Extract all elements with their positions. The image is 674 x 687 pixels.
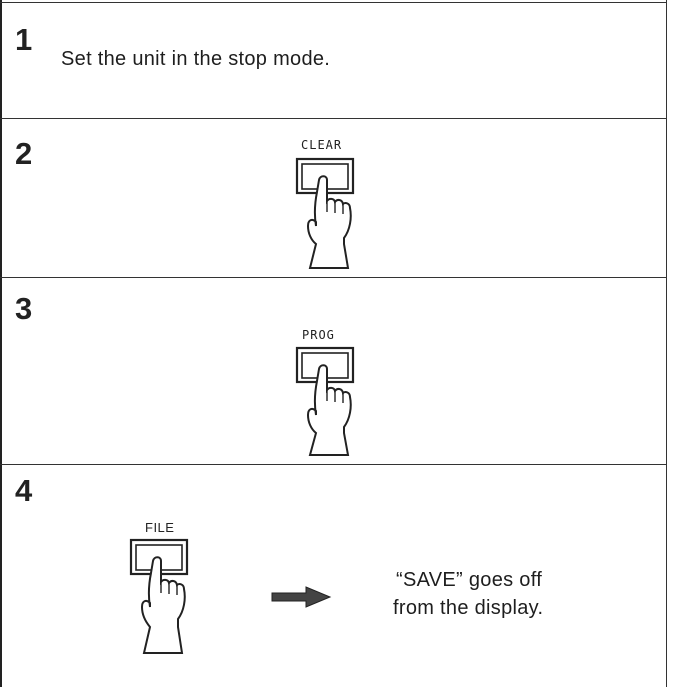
- step-4-result-line-2: from the display.: [393, 597, 544, 619]
- prog-finger-press-icon: [295, 346, 355, 456]
- step-4-result-line-1: “SAVE” goes off: [396, 569, 543, 591]
- file-finger-press-icon: [129, 538, 189, 654]
- file-button-label: FILE: [145, 520, 175, 535]
- divider-2-3: [0, 277, 667, 278]
- divider-3-4: [0, 464, 667, 465]
- step-1-number: 1: [15, 22, 33, 57]
- clear-button-label: CLEAR: [301, 138, 343, 152]
- step-1-text: Set the unit in the stop mode.: [61, 48, 331, 70]
- divider-1-2: [0, 118, 667, 119]
- top-border: [0, 2, 667, 3]
- step-2-number: 2: [15, 136, 33, 171]
- clear-finger-press-icon: [295, 157, 355, 269]
- right-arrow-icon: [271, 586, 332, 608]
- step-3-number: 3: [15, 291, 33, 326]
- prog-button-label: PROG: [302, 328, 335, 342]
- step-4-number: 4: [15, 473, 33, 508]
